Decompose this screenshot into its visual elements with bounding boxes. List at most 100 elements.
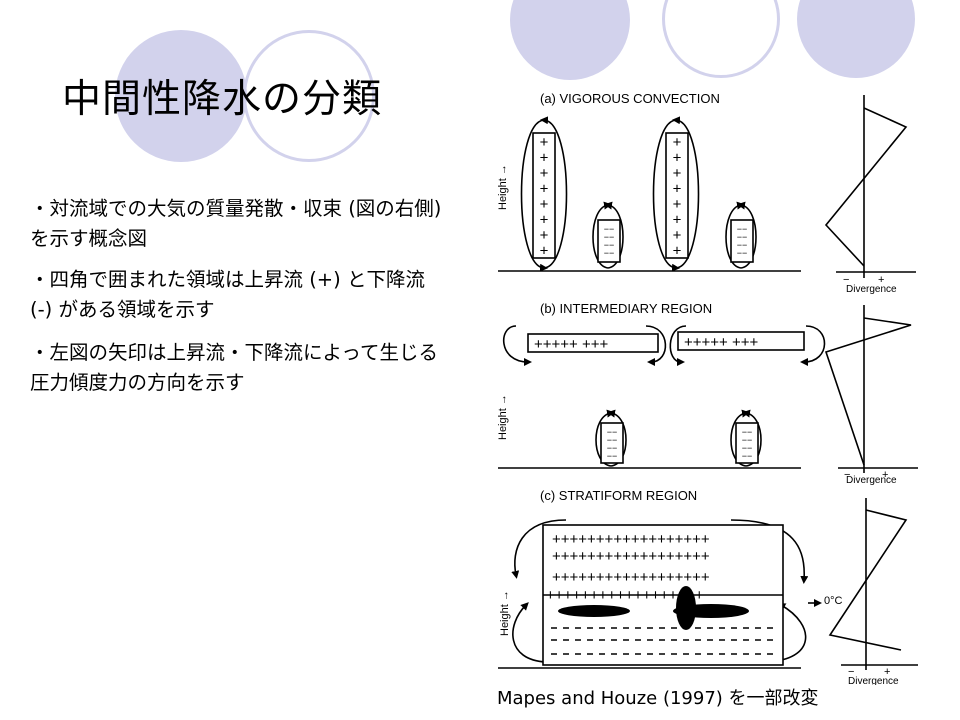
panel-a-updraft-box-1 <box>532 132 556 259</box>
panel-a-down-arrow-2b <box>737 201 757 269</box>
panel-a-down-arrow-1b <box>604 201 624 269</box>
panel-c-arrow-lower-left <box>512 602 547 663</box>
panel-a-arrow-left-2 <box>652 119 680 272</box>
panel-a-arrow-left-1 <box>520 119 548 272</box>
panel-a-updraft-plus: + <box>540 181 549 198</box>
panel-a-downdraft-minus: −− <box>737 248 748 258</box>
panel-a-downdraft-minus: −− <box>737 224 748 234</box>
panel-a-updraft-plus: + <box>540 212 549 229</box>
panel-a-downdraft-minus: −− <box>604 224 615 234</box>
decor-circle-1 <box>115 30 247 162</box>
panel-c-plus-row-4: ++++++++++++++++++ <box>546 587 704 604</box>
panel-b-arrow-left-2 <box>669 325 687 366</box>
panel-b-label: (b) INTERMEDIARY REGION <box>540 301 712 316</box>
panel-c-plus-row-1: ++++++++++++++++++ <box>552 531 710 548</box>
bullet-3: ・左図の矢印は上昇流・下降流によって生じる圧力傾度力の方向を示す <box>30 341 438 394</box>
panel-b-downdraft-minus: −− <box>607 427 618 437</box>
panel-a-updraft-plus: + <box>540 196 549 213</box>
panel-c-divergence-plus: + <box>884 666 890 678</box>
panel-a-downdraft-minus: −− <box>737 232 748 242</box>
panel-a-updraft-plus: + <box>673 212 682 229</box>
panel-c-arrow-upper-right <box>730 519 809 584</box>
panel-a-updraft-plus: + <box>540 243 549 260</box>
decor-circle-2 <box>243 30 375 162</box>
panel-a-downdraft-minus: −− <box>604 240 615 250</box>
panel-c-arrow-upper-left <box>511 519 567 579</box>
panel-c-divergence-profile <box>828 509 908 651</box>
panel-b-downdraft-minus: −− <box>607 443 618 453</box>
panel-a-downdraft-minus: −− <box>737 240 748 250</box>
decor-circle-5 <box>797 0 915 78</box>
panel-c-plus-row-3: ++++++++++++++++++ <box>552 569 710 586</box>
panel-c-melting-label: 0°C <box>824 595 843 607</box>
panel-a-downdraft-minus: −− <box>604 232 615 242</box>
panel-b-arrow-right-2 <box>800 325 826 366</box>
bullet-1: ・対流域での大気の質量発散・収束 (図の右側) を示す概念図 <box>30 197 442 250</box>
panel-c-plus-row-2: ++++++++++++++++++ <box>552 548 710 565</box>
panel-a-arrow-right-1 <box>540 116 568 269</box>
panel-a-updraft-plus: + <box>673 150 682 167</box>
panel-b-down-arrow-1a <box>595 409 615 467</box>
panel-b-plus-row-1: +++++ +++ <box>534 336 608 353</box>
panel-b-downdraft-minus: −− <box>742 451 753 461</box>
panel-b-plus-row-2: +++++ +++ <box>684 334 758 351</box>
decor-circle-4 <box>662 0 780 78</box>
panel-a-updraft-plus: + <box>673 196 682 213</box>
panel-b-down-arrow-2a <box>730 409 750 467</box>
panel-a-updraft-plus: + <box>540 150 549 167</box>
panel-b-downdraft-box-1 <box>600 422 624 464</box>
panel-a-updraft-plus: + <box>540 227 549 244</box>
panel-a-downdraft-minus: −− <box>604 248 615 258</box>
panel-c-label: (c) STRATIFORM REGION <box>540 488 697 503</box>
panel-a-updraft-plus: + <box>540 134 549 151</box>
panel-b-downdraft-minus: −− <box>742 435 753 445</box>
panel-c: (c) STRATIFORM REGION Height → +++++++++… <box>498 488 918 685</box>
mapes-houze-diagram: (a) VIGOROUS CONVECTION Height → +++++++… <box>497 91 918 685</box>
panel-a-updraft-plus: + <box>673 227 682 244</box>
panel-b-downdraft-minus: −− <box>742 443 753 453</box>
panel-a-divergence-label: Divergence <box>846 284 897 295</box>
panel-b-downdraft-minus: −− <box>607 435 618 445</box>
panel-b-updraft-box-2 <box>677 331 805 351</box>
panel-b-downdraft-minus: −− <box>607 451 618 461</box>
panel-b-arrow-left-1 <box>503 325 532 366</box>
panel-b-down-arrow-2b <box>742 409 762 467</box>
panel-b-divergence-profile <box>824 317 912 466</box>
panel-b-down-arrow-1b <box>607 409 627 467</box>
panel-b-height-label: Height → <box>497 394 509 440</box>
panel-a-height-label: Height → <box>497 164 509 210</box>
panel-a-divergence-profile <box>824 107 908 267</box>
citation: Mapes and Houze (1997) を一部改変 <box>497 688 819 709</box>
panel-a: (a) VIGOROUS CONVECTION Height → +++++++… <box>497 91 916 295</box>
panel-a-label: (a) VIGOROUS CONVECTION <box>540 91 720 106</box>
panel-b-downdraft-minus: −− <box>742 427 753 437</box>
panel-c-melting-blob-3 <box>676 586 696 630</box>
panel-a-downdraft-box-1 <box>597 219 621 263</box>
panel-b-divergence-plus: + <box>882 469 888 481</box>
panel-a-updraft-plus: + <box>673 181 682 198</box>
panel-a-down-arrow-1a <box>592 201 612 269</box>
panel-a-updraft-plus: + <box>540 165 549 182</box>
decor-circle-3 <box>510 0 630 80</box>
panel-a-updraft-plus: + <box>673 165 682 182</box>
panel-c-divergence-minus: − <box>848 666 854 678</box>
slide-title: 中間性降水の分類 <box>62 77 383 122</box>
panel-b-divergence-minus: − <box>844 469 850 481</box>
panel-a-updraft-plus: + <box>673 134 682 151</box>
panel-c-melting-blob-1 <box>558 605 630 617</box>
panel-b-arrow-right-1 <box>645 325 667 366</box>
panel-a-down-arrow-2a <box>725 201 745 269</box>
panel-a-updraft-box-2 <box>665 132 689 259</box>
panel-b-updraft-box-1 <box>527 333 659 353</box>
bullet-2: ・四角で囲まれた領域は上昇流 (+) と下降流 (-) がある領域を示す <box>30 268 425 321</box>
panel-a-divergence-plus: + <box>878 274 884 286</box>
panel-c-divergence-label: Divergence <box>848 676 899 685</box>
panel-a-arrow-right-2 <box>672 116 700 269</box>
panel-a-updraft-plus: + <box>673 243 682 260</box>
panel-b-divergence-label: Divergence <box>846 475 897 486</box>
panel-b-downdraft-box-2 <box>735 422 759 464</box>
panel-c-height-label: Height → <box>499 590 511 636</box>
panel-a-downdraft-box-2 <box>730 219 754 263</box>
panel-a-divergence-minus: − <box>843 274 849 286</box>
panel-b: (b) INTERMEDIARY REGION Height → +++++ +… <box>497 301 918 486</box>
